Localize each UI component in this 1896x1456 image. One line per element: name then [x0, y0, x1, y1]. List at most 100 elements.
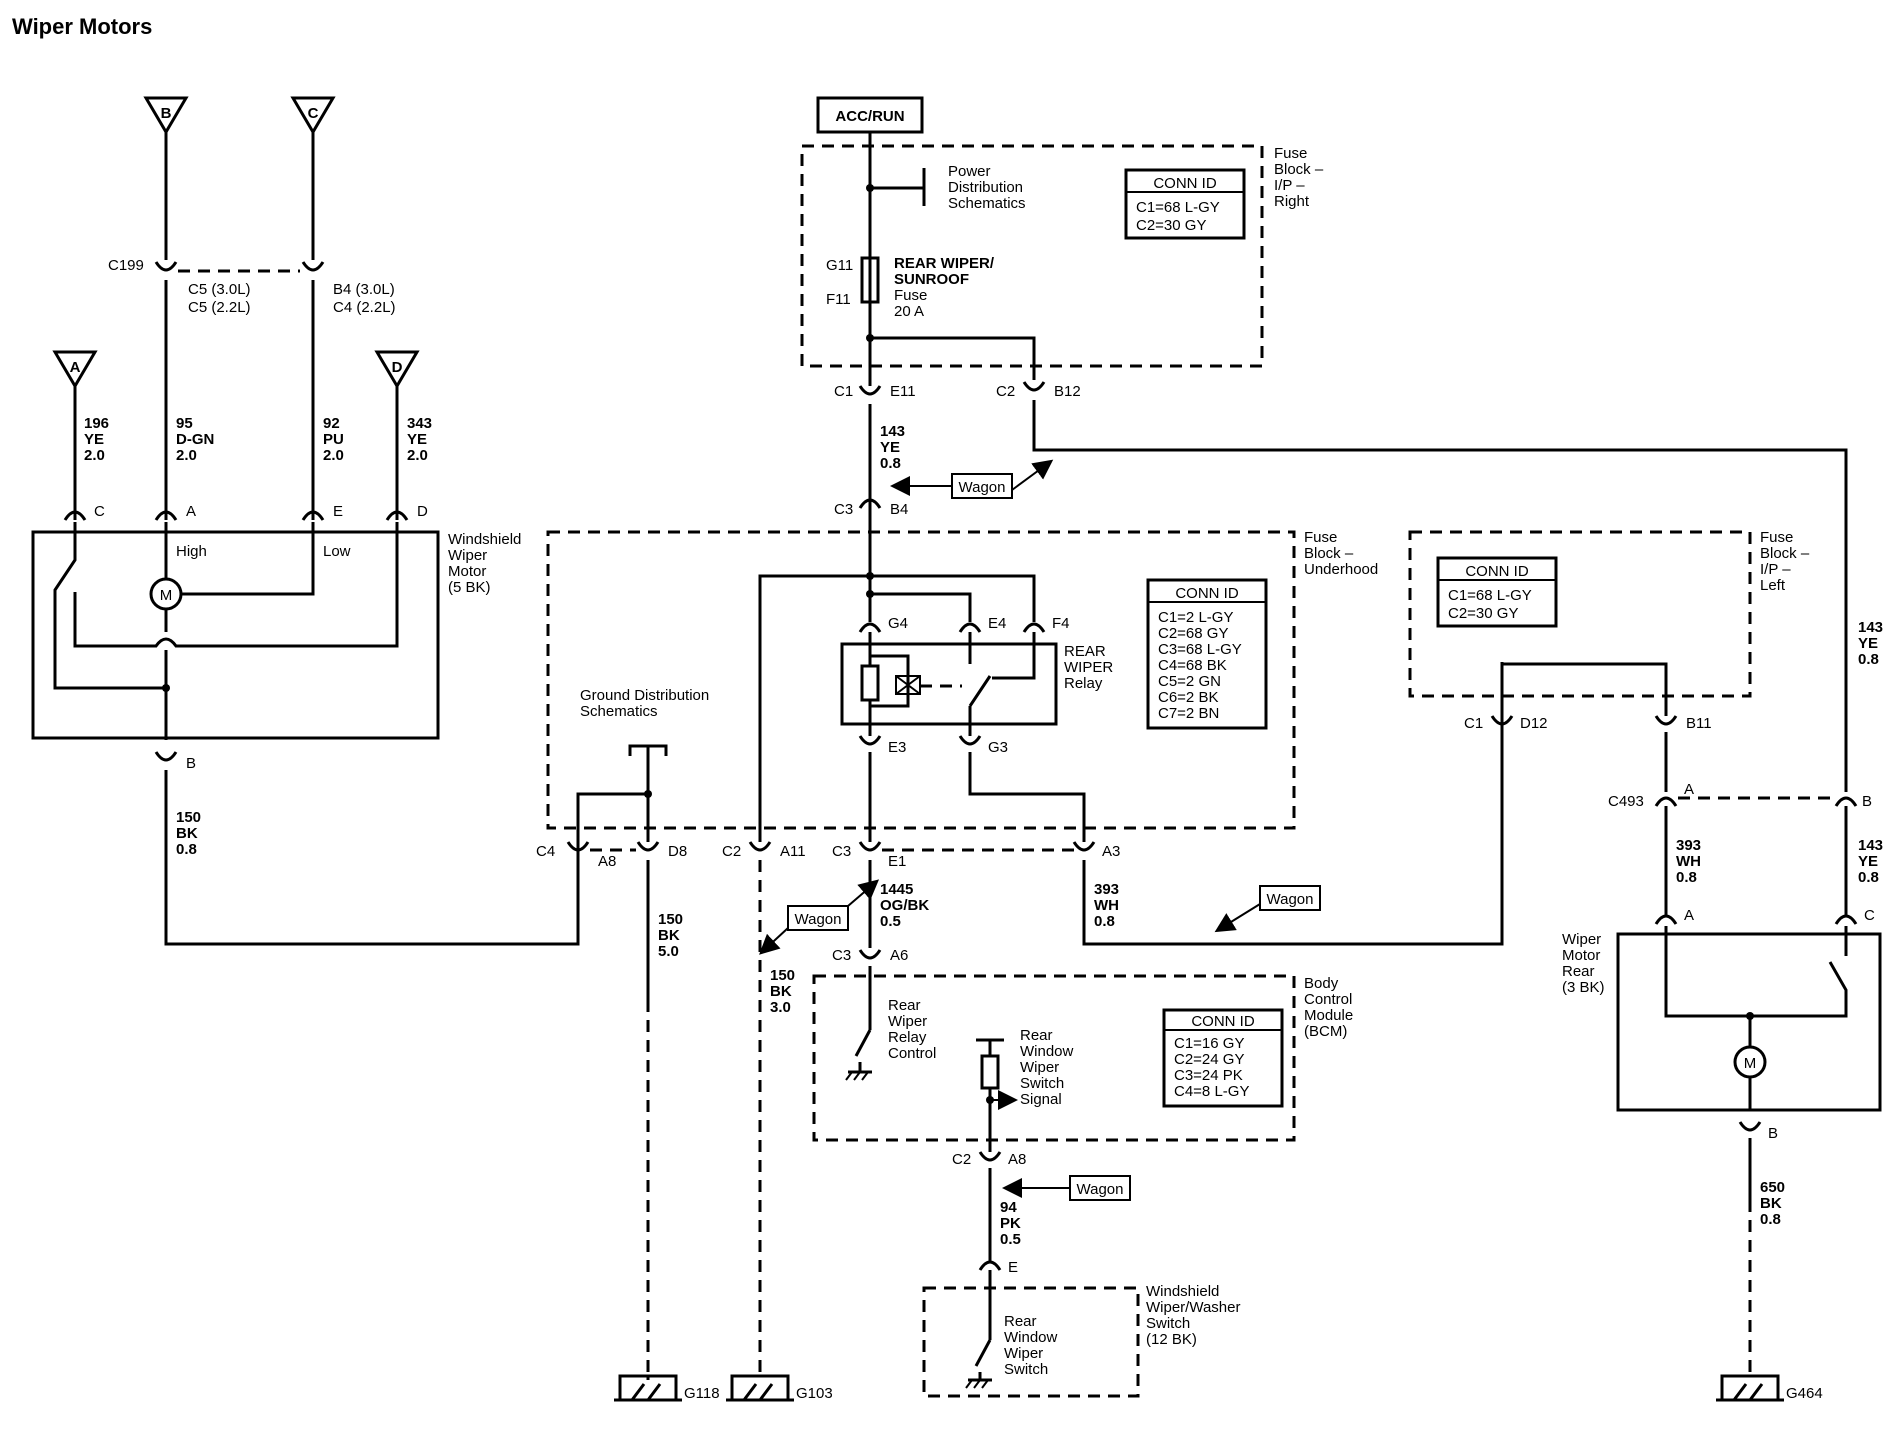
- fuse-block-ip-right: [800, 144, 1264, 368]
- svg-text:0.8: 0.8: [1858, 651, 1879, 668]
- svg-text:B11: B11: [1686, 715, 1712, 732]
- rear-motor-label: Wiper Motor Rear (3 BK): [1562, 931, 1605, 996]
- svg-text:C: C: [308, 105, 319, 122]
- svg-text:150: 150: [770, 967, 795, 984]
- svg-text:Rear: Rear: [888, 997, 921, 1014]
- svg-text:PU: PU: [323, 431, 344, 448]
- svg-text:BK: BK: [770, 983, 792, 1000]
- fuse-block-ip-left: [1408, 530, 1752, 698]
- svg-text:Distribution: Distribution: [948, 179, 1023, 196]
- page-title: Wiper Motors: [12, 14, 152, 39]
- switch-signal-label: Rear Window Wiper Switch Signal: [1020, 1027, 1074, 1108]
- svg-text:YE: YE: [84, 431, 104, 448]
- svg-text:143: 143: [880, 423, 905, 440]
- wagon-tag-bottom: Wagon: [1002, 1175, 1131, 1201]
- svg-text:Control: Control: [888, 1045, 936, 1062]
- svg-text:B: B: [161, 105, 172, 122]
- svg-text:CONN ID: CONN ID: [1175, 585, 1239, 602]
- svg-text:Wiper: Wiper: [1562, 931, 1601, 948]
- svg-text:C3: C3: [834, 501, 853, 518]
- wire-label-393-right: 393 WH 0.8: [1676, 837, 1701, 886]
- svg-text:Underhood: Underhood: [1304, 561, 1378, 578]
- svg-text:Rear: Rear: [1562, 963, 1595, 980]
- offpage-ref-b: B: [143, 96, 189, 135]
- wagon-tag-mid-right: Wagon: [1214, 885, 1321, 933]
- svg-text:C4: C4: [536, 843, 555, 860]
- svg-text:D: D: [417, 503, 428, 520]
- svg-text:2.0: 2.0: [323, 447, 344, 464]
- rear-window-wiper-switch-label: Rear Window Wiper Switch: [1004, 1313, 1058, 1378]
- rear-wiper-sunroof-fuse: [860, 256, 880, 304]
- ground-g103: G103: [726, 1374, 833, 1402]
- svg-text:C3: C3: [832, 947, 851, 964]
- low-label: Low: [323, 543, 351, 560]
- underhood-bottom-connectors: C4 A8 D8 C2 A11 C3 E1 A3: [536, 841, 1120, 870]
- wagon-tag-top: Wagon: [890, 459, 1054, 499]
- svg-text:C1=16 GY: C1=16 GY: [1174, 1035, 1244, 1052]
- c493-connector: C493 A B: [1608, 781, 1872, 810]
- svg-text:0.8: 0.8: [1094, 913, 1115, 930]
- svg-text:Window: Window: [1004, 1329, 1058, 1346]
- svg-text:CONN ID: CONN ID: [1153, 175, 1217, 192]
- svg-text:393: 393: [1676, 837, 1701, 854]
- svg-text:Left: Left: [1760, 577, 1786, 594]
- svg-text:0.8: 0.8: [176, 841, 197, 858]
- wire-label-150-3: 150 BK 3.0: [770, 967, 795, 1016]
- svg-text:C1=2 L-GY: C1=2 L-GY: [1158, 609, 1233, 626]
- svg-text:Fuse: Fuse: [1760, 529, 1793, 546]
- svg-text:Block –: Block –: [1274, 161, 1324, 178]
- svg-text:0.8: 0.8: [1676, 869, 1697, 886]
- svg-text:Wagon: Wagon: [1267, 891, 1314, 908]
- svg-text:C493: C493: [1608, 793, 1644, 810]
- washer-switch-label: Windshield Wiper/Washer Switch (12 BK): [1146, 1283, 1240, 1348]
- svg-text:E1: E1: [888, 853, 906, 870]
- svg-text:Wiper: Wiper: [448, 547, 487, 564]
- svg-text:WH: WH: [1676, 853, 1701, 870]
- svg-text:Block –: Block –: [1304, 545, 1354, 562]
- fuse-block-ip-right-label: Fuse Block – I/P – Right: [1274, 145, 1324, 210]
- svg-text:I/P –: I/P –: [1760, 561, 1791, 578]
- svg-text:CONN ID: CONN ID: [1465, 563, 1529, 580]
- svg-text:94: 94: [1000, 1199, 1017, 1216]
- svg-text:A: A: [1684, 907, 1694, 924]
- svg-text:WH: WH: [1094, 897, 1119, 914]
- svg-text:Schematics: Schematics: [948, 195, 1026, 212]
- svg-text:95: 95: [176, 415, 193, 432]
- svg-text:Schematics: Schematics: [580, 703, 658, 720]
- offpage-ref-c: C: [290, 96, 336, 135]
- svg-text:C2=24 GY: C2=24 GY: [1174, 1051, 1244, 1068]
- svg-text:C5 (2.2L): C5 (2.2L): [188, 299, 251, 316]
- svg-text:A8: A8: [598, 853, 616, 870]
- svg-text:A11: A11: [780, 843, 806, 860]
- svg-text:20 A: 20 A: [894, 303, 924, 320]
- svg-text:E3: E3: [888, 739, 906, 756]
- svg-text:F4: F4: [1052, 615, 1070, 632]
- svg-text:YE: YE: [1858, 853, 1878, 870]
- svg-text:C3: C3: [832, 843, 851, 860]
- svg-text:SUNROOF: SUNROOF: [894, 271, 969, 288]
- svg-text:C1=68 L-GY: C1=68 L-GY: [1136, 199, 1220, 216]
- svg-text:Wiper: Wiper: [1004, 1345, 1043, 1362]
- wire-label-150-front: 150 BK 0.8: [176, 809, 201, 858]
- svg-text:0.5: 0.5: [880, 913, 901, 930]
- high-label: High: [176, 543, 207, 560]
- motor-m-label: M: [160, 587, 173, 604]
- front-motor-pins: C A E D: [63, 503, 428, 521]
- svg-text:Body: Body: [1304, 975, 1339, 992]
- svg-text:0.5: 0.5: [1000, 1231, 1021, 1248]
- wire-label-143-lower: 143 YE 0.8: [1858, 837, 1883, 886]
- svg-text:A6: A6: [890, 947, 908, 964]
- svg-text:PK: PK: [1000, 1215, 1021, 1232]
- svg-text:0.8: 0.8: [880, 455, 901, 472]
- svg-text:Power: Power: [948, 163, 991, 180]
- svg-text:C3=24 PK: C3=24 PK: [1174, 1067, 1243, 1084]
- svg-text:A8: A8: [1008, 1151, 1026, 1168]
- svg-text:3.0: 3.0: [770, 999, 791, 1016]
- power-distribution-ref: Power Distribution Schematics: [948, 163, 1026, 212]
- svg-text:C2=68 GY: C2=68 GY: [1158, 625, 1228, 642]
- svg-text:C4=68 BK: C4=68 BK: [1158, 657, 1227, 674]
- svg-text:YE: YE: [1858, 635, 1878, 652]
- acc-run-label: ACC/RUN: [835, 108, 904, 125]
- svg-text:CONN ID: CONN ID: [1191, 1013, 1255, 1030]
